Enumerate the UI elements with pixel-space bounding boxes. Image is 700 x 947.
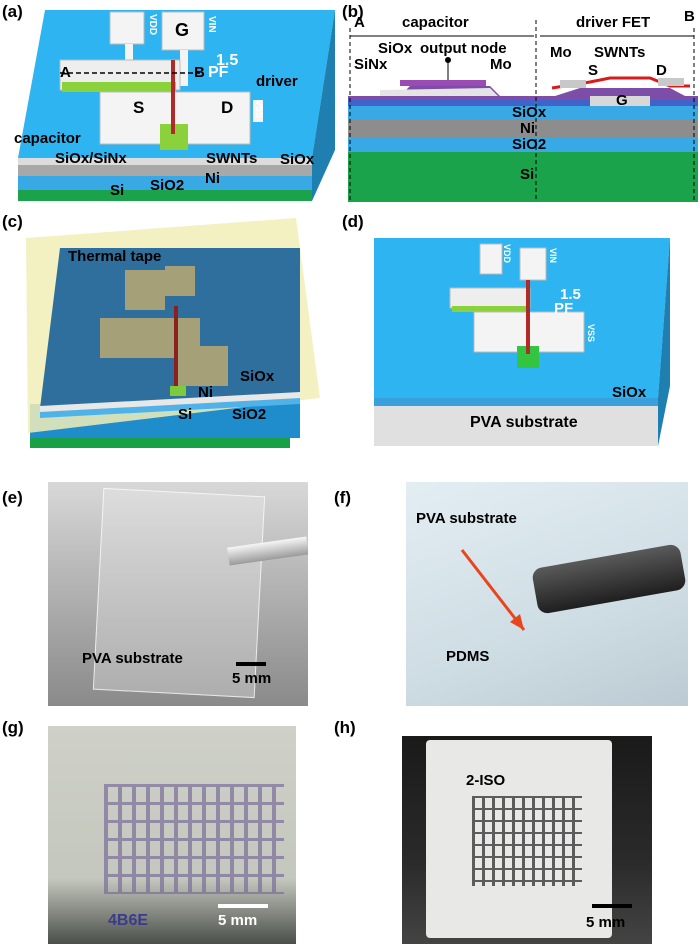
label-output-node: output node [420,40,507,57]
label-b: B [684,8,695,25]
label-driver: driver [256,73,298,90]
panel-c: (c) Thermal tape SiOx Ni Si SiO2 [0,208,340,458]
panel-d: (d) VDD VIN 1.5 PF VSS SiOx PVA substrat… [340,208,700,458]
label-thermal-tape: Thermal tape [68,248,162,265]
label-ni: Ni [520,120,535,137]
photo-g: 4B6E 5 mm [48,726,296,944]
label-marking: 2-ISO [466,772,506,789]
label-vss: VSS [586,324,596,343]
label-scale: 5 mm [218,912,258,929]
device-3d-schematic-a [18,10,335,201]
label-sio2: SiO2 [150,177,185,194]
label-vss: VSS [254,100,264,119]
cross-section-schematic-b [348,20,698,202]
label-sio2: SiO2 [512,136,547,153]
photo-h: 2-ISO 5 mm [402,736,652,944]
label-mo-left: Mo [490,56,512,73]
panel-b: (b) A B capacitor driver FET SiOx output… [340,0,700,205]
label-ni: Ni [198,384,213,401]
panel-e-tag: (e) [2,488,23,507]
label-vdd: VDD [502,244,512,264]
label-siox-top: SiOx [378,40,413,57]
scale-bar [218,904,268,908]
label-s: S [588,62,599,79]
label-vin: VIN [548,248,558,264]
label-capacitor: capacitor [14,130,81,147]
tape-transfer-schematic-c [26,218,320,448]
label-marking: 4B6E [108,912,149,929]
label-scale: 5 mm [232,670,272,687]
label-d: D [656,62,667,79]
label-sio2: SiO2 [232,406,267,423]
label-capacitor: capacitor [402,14,469,31]
panel-h-tag: (h) [334,718,356,737]
label-sio-sin: SiOx/SiNx [55,150,127,167]
label-siox: SiOx [512,104,547,121]
label-driver-fet: driver FET [576,14,651,31]
label-s: S [133,98,145,117]
label-siox: SiOx [280,151,315,168]
label-pva: PVA substrate [82,650,183,667]
label-pva: PVA substrate [416,510,517,527]
label-si: Si [110,182,125,199]
label-pf-num: 1.5 [216,52,239,69]
label-siox: SiOx [612,384,647,401]
panel-d-tag: (d) [342,212,364,231]
label-d: D [221,98,234,117]
label-pf-unit: PF [208,64,229,81]
label-a: A [60,64,71,81]
label-sinx: SiNx [354,56,388,73]
photo-f: PVA substrate PDMS [406,482,688,706]
label-scale: 5 mm [586,914,626,931]
panel-b-tag: (b) [342,2,364,21]
label-pf-unit: PF [554,300,574,317]
label-pdms: PDMS [446,648,490,665]
label-vin: VIN [206,16,217,33]
label-si: Si [178,406,193,423]
label-ni: Ni [205,170,220,187]
label-swnts: SWNTs [594,44,646,61]
label-g: G [616,92,628,109]
panel-g-tag: (g) [2,718,24,737]
label-swnts: SWNTs [206,150,258,167]
panel-c-tag: (c) [2,212,23,231]
panel-f-tag: (f) [334,488,351,507]
photo-e: PVA substrate 5 mm [48,482,308,706]
pva-device-schematic-d [374,238,670,446]
label-mo-right: Mo [550,44,572,61]
label-b: B [194,64,205,81]
arrow-icon [460,549,526,631]
scale-bar [236,662,266,666]
panel-a: (a) G VDD VIN 1.5 PF A B driver S D VSS … [0,0,340,205]
label-pf-num: 1.5 [560,286,581,303]
device-array [472,796,582,886]
label-g: G [175,20,190,40]
device-array [104,784,284,894]
label-pva: PVA substrate [470,414,578,431]
label-siox: SiOx [240,368,275,385]
label-a: A [354,14,365,31]
scale-bar [592,904,632,908]
label-si: Si [520,166,535,183]
label-vdd: VDD [147,14,158,36]
panel-a-tag: (a) [2,2,23,21]
